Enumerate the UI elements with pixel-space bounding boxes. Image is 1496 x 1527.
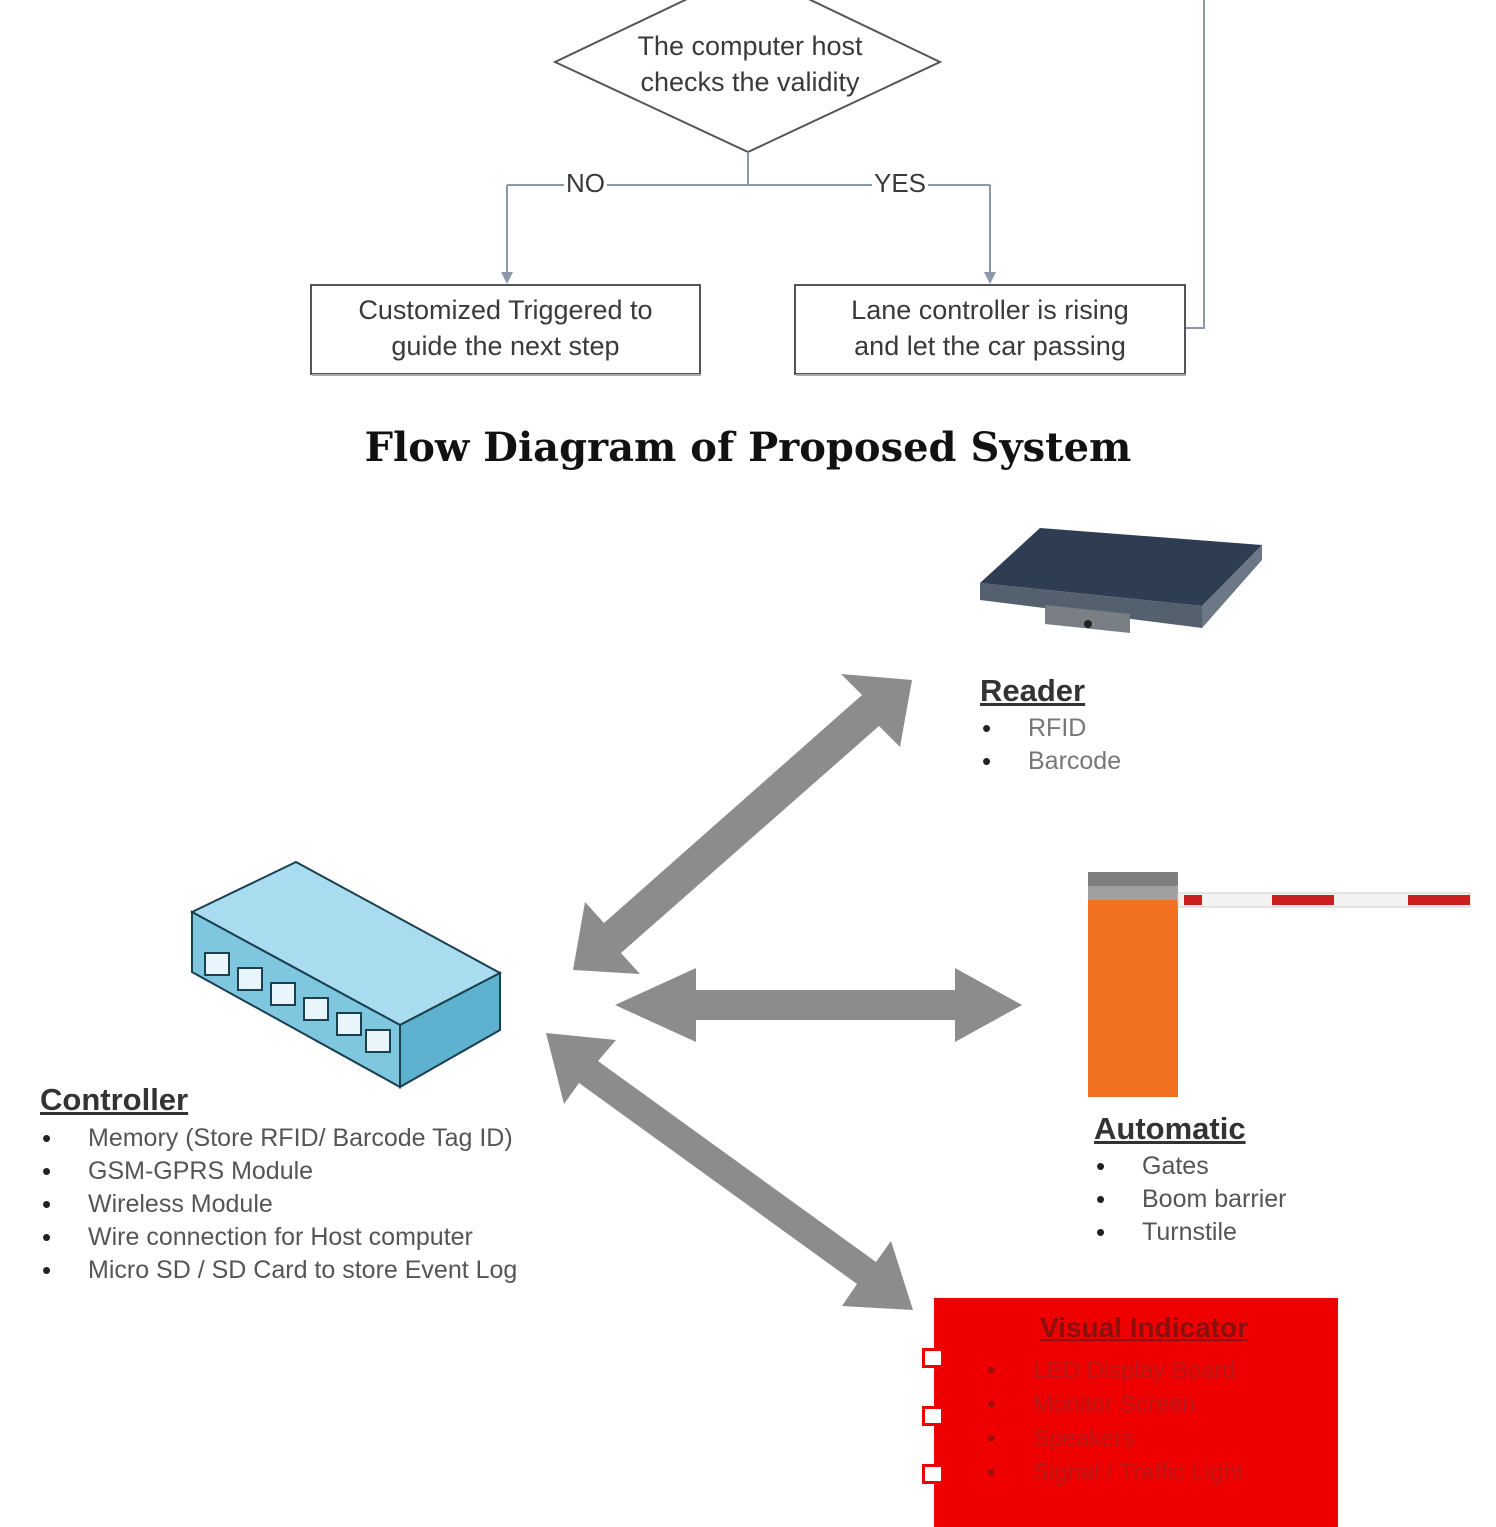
reader-title: Reader	[980, 673, 1086, 708]
list-item: Speakers	[985, 1422, 1243, 1456]
box-right-line-2: and let the car passing	[854, 331, 1126, 361]
branch-no-label: NO	[564, 168, 607, 199]
figure-caption: Flow Diagram of Proposed System	[364, 424, 1132, 471]
list-item: Boom barrier	[1094, 1183, 1287, 1216]
boom-barrier-image	[1088, 872, 1471, 1097]
arrow-controller-reader	[573, 674, 912, 974]
list-item: Memory (Store RFID/ Barcode Tag ID)	[40, 1122, 517, 1155]
list-item: Barcode	[980, 745, 1121, 778]
box-right-text: Lane controller is rising and let the ca…	[795, 292, 1185, 364]
list-item: Wire connection for Host computer	[40, 1221, 517, 1254]
automatic-list: Gates Boom barrier Turnstile	[1094, 1150, 1287, 1249]
list-item: RFID	[980, 712, 1121, 745]
decision-text-line-2: checks the validity	[640, 67, 860, 97]
branch-yes-label: YES	[872, 168, 929, 199]
controller-ports	[204, 952, 391, 1053]
visual-indicator-title: Visual Indicator	[1040, 1312, 1248, 1343]
no-arrowhead	[501, 272, 513, 284]
box-right-line-1: Lane controller is rising	[851, 295, 1129, 325]
automatic-title: Automatic	[1094, 1111, 1246, 1146]
decision-text: The computer host checks the validity	[580, 28, 920, 100]
list-item: Signal / Traffic Light	[985, 1456, 1243, 1490]
panel-connector	[922, 1464, 944, 1484]
list-item: Monitor Screen	[985, 1388, 1243, 1422]
panel-connector	[922, 1348, 944, 1368]
list-item: Turnstile	[1094, 1216, 1287, 1249]
arrow-controller-visual	[546, 1033, 913, 1310]
visual-indicator-list: LED Display Board Monitor Screen Speaker…	[985, 1354, 1243, 1490]
list-item: Micro SD / SD Card to store Event Log	[40, 1254, 517, 1287]
loop-line	[1186, 0, 1205, 329]
controller-list: Memory (Store RFID/ Barcode Tag ID) GSM-…	[40, 1122, 517, 1287]
box-left	[310, 284, 701, 375]
yes-arrowhead	[984, 272, 996, 284]
reader-device-image	[980, 528, 1262, 633]
flowchart-lines	[310, 0, 1205, 376]
box-left-text: Customized Triggered to guide the next s…	[311, 292, 700, 364]
box-left-line-2: guide the next step	[391, 331, 620, 361]
list-item: Wireless Module	[40, 1188, 517, 1221]
box-left-line-1: Customized Triggered to	[358, 295, 653, 325]
decision-text-line-1: The computer host	[637, 31, 863, 61]
list-item: Gates	[1094, 1150, 1287, 1183]
list-item: GSM-GPRS Module	[40, 1155, 517, 1188]
reader-list: RFID Barcode	[980, 712, 1121, 778]
arrow-controller-automatic	[615, 968, 1022, 1042]
panel-connector	[922, 1406, 944, 1426]
list-item: LED Display Board	[985, 1354, 1243, 1388]
controller-title: Controller	[40, 1082, 189, 1117]
